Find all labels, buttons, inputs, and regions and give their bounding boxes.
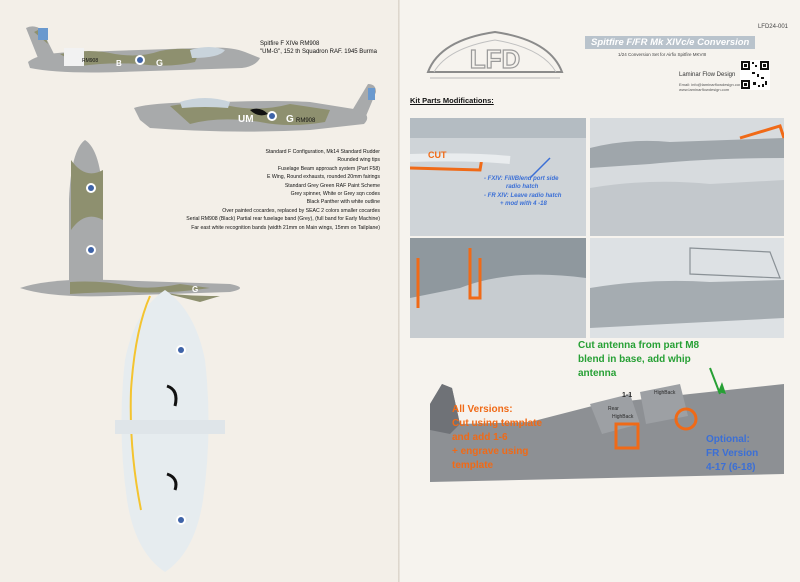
- photo-panel-4: [590, 238, 784, 338]
- contact-web: www.laminarflowdesign.com: [679, 87, 730, 92]
- maker-name: Laminar Flow Design: [679, 72, 736, 78]
- all-versions-2: Cut using template: [452, 418, 543, 429]
- note-10: Far east white recognition bands (width …: [191, 224, 380, 231]
- sheet-title: Spitfire F/FR Mk XIVc/e Conversion: [585, 36, 756, 49]
- maker-contact: Email: info@laminarflowdesign.com www.la…: [679, 82, 742, 92]
- serial-side: RM908: [296, 118, 316, 124]
- side-profile-top: B G RM908: [26, 26, 260, 73]
- optional-2: FR Version: [706, 448, 759, 459]
- antenna-note-3: antenna: [578, 368, 617, 379]
- all-versions-4: + engrave using: [452, 446, 529, 457]
- lfd-logo: LFD: [426, 30, 564, 79]
- plan-view-fuselage: G: [20, 279, 240, 302]
- decal-highback-right: HighBack: [654, 390, 676, 396]
- panel1-line4: + mod with 4 -18: [500, 201, 547, 207]
- all-versions-3: and add 1-6: [452, 432, 508, 443]
- qr-code-icon: [740, 60, 770, 90]
- plan-view-underside: [115, 290, 225, 572]
- serial-top: RM908: [82, 58, 98, 64]
- note-6: Grey spinner, White or Grey sqn codes: [290, 191, 380, 198]
- all-versions-5: template: [452, 460, 494, 471]
- decal-rear: Rear: [608, 406, 619, 412]
- photo-panel-1: [410, 118, 586, 236]
- section-title: Kit Parts Modifications:: [410, 96, 494, 105]
- caption-line-2: "UM-G", 152 th Squadron RAF. 1945 Burma: [260, 49, 377, 55]
- svg-text:B: B: [116, 59, 122, 68]
- note-4: E Wing, Round exhausts, rounded 20mm fai…: [266, 174, 380, 181]
- svg-text:G: G: [192, 285, 198, 294]
- code-um: UM: [238, 114, 254, 125]
- note-7: Black Panther with white outline: [306, 199, 380, 206]
- code-g: G: [286, 114, 294, 125]
- reference-code: LFD24-001: [757, 24, 788, 30]
- caption-line-1: Spitfire F XIVe RM908: [260, 41, 320, 47]
- side-profile-bottom: UM G RM908: [134, 84, 376, 132]
- all-versions-1: All Versions:: [452, 404, 513, 415]
- antenna-note-2: blend in base, add whip: [578, 354, 691, 365]
- optional-1: Optional:: [706, 434, 750, 445]
- profile-caption: Spitfire F XIVe RM908 "UM-G", 152 th Squ…: [260, 40, 377, 56]
- left-page: B G RM908 Spitfire F XIVe RM908 "UM-G", …: [20, 26, 380, 572]
- svg-text:G: G: [156, 58, 163, 68]
- logo-text: LFD: [470, 44, 521, 74]
- photo-panel-2: [590, 118, 784, 236]
- decal-highback-left: HighBack: [612, 414, 634, 420]
- note-8: Over painted cocardes, replaced by SEAC …: [222, 207, 380, 214]
- note-2: Rounded wing tips: [337, 157, 380, 164]
- spec-notes: Standard F Configuration, Mk14 Standard …: [120, 148, 380, 232]
- panel1-line3: - FR XIV: Leave radio hatch: [484, 193, 562, 199]
- note-5: Standard Grey Green RAF Paint Scheme: [284, 182, 380, 189]
- fuselage-illustration: [430, 367, 784, 482]
- panel1-line1: - FXIV: Fill/Blend port side: [484, 176, 559, 182]
- sheet-subtitle: 1/24 Conversion Set for Airfix Spitfire …: [618, 52, 707, 57]
- note-9: Serial RM908 (Black) Partial rear fusela…: [186, 216, 380, 223]
- note-3: Fuselage Beam approach system (Part F58): [277, 165, 380, 172]
- note-1: Standard F Configuration, Mk14 Standard …: [265, 149, 380, 155]
- optional-3: 4-17 (6-18): [706, 462, 756, 473]
- photo-panel-3: [410, 238, 586, 338]
- panel1-line2: radio hatch: [506, 184, 539, 190]
- plan-view-top: [69, 140, 103, 290]
- contact-email: Email: info@laminarflowdesign.com: [679, 82, 743, 87]
- cut-label: CUT: [428, 150, 447, 160]
- antenna-note-1: Cut antenna from part M8: [578, 340, 700, 351]
- decal-num: 1-1: [622, 392, 633, 399]
